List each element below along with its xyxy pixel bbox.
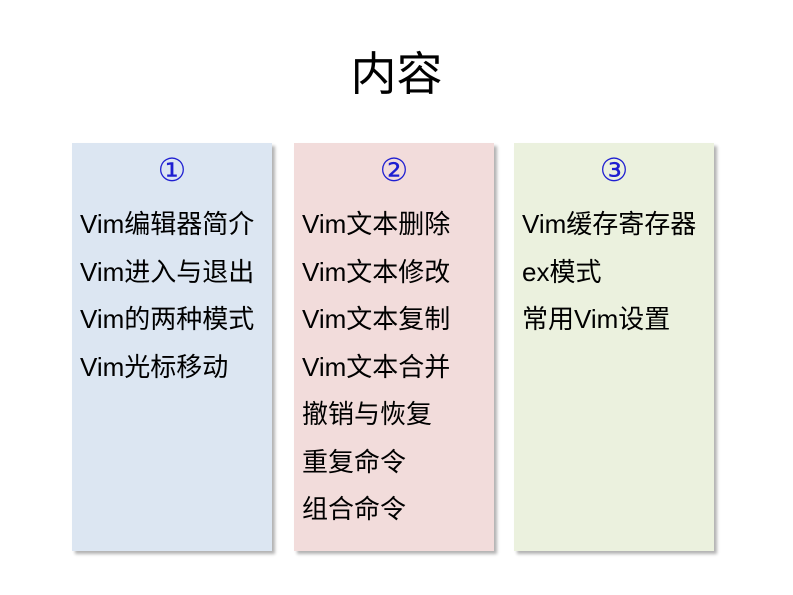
list-item: Vim编辑器简介 [80, 209, 255, 239]
list-item: Vim光标移动 [80, 351, 229, 382]
list-item: 常用Vim设置 [522, 304, 671, 334]
topic-list: Vim文本删除 Vim文本修改 Vim文本复制 Vim文本合并 撤销与恢复 重复… [294, 201, 494, 534]
list-item: Vim文本复制 [302, 304, 451, 334]
list-item: 组合命令 [302, 494, 407, 524]
list-item: Vim的两种模式 [80, 304, 255, 334]
section-number-badge: ① [157, 151, 187, 189]
topic-list: Vim缓存寄存器 ex模式 常用Vim设置 [514, 201, 714, 344]
list-item: Vim缓存寄存器 [522, 209, 697, 239]
list-item: ex模式 [522, 256, 602, 287]
content-column-2: ② Vim文本删除 Vim文本修改 Vim文本复制 Vim文本合并 撤销与恢复 … [294, 143, 494, 551]
slide-title: 内容 [350, 49, 443, 100]
content-column-3: ③ Vim缓存寄存器 ex模式 常用Vim设置 [514, 143, 714, 551]
list-item: Vim文本删除 [302, 209, 451, 239]
topic-list: Vim编辑器简介 Vim进入与退出 Vim的两种模式 Vim光标移动 [72, 201, 272, 391]
list-item: Vim文本合并 [302, 351, 451, 382]
content-column-1: ① Vim编辑器简介 Vim进入与退出 Vim的两种模式 Vim光标移动 [72, 143, 272, 551]
section-number-badge: ③ [599, 151, 629, 189]
list-item: Vim进入与退出 [80, 256, 255, 287]
section-number-badge: ② [379, 151, 409, 189]
list-item: 重复命令 [302, 446, 407, 477]
list-item: 撤销与恢复 [302, 399, 433, 429]
list-item: Vim文本修改 [302, 256, 451, 287]
